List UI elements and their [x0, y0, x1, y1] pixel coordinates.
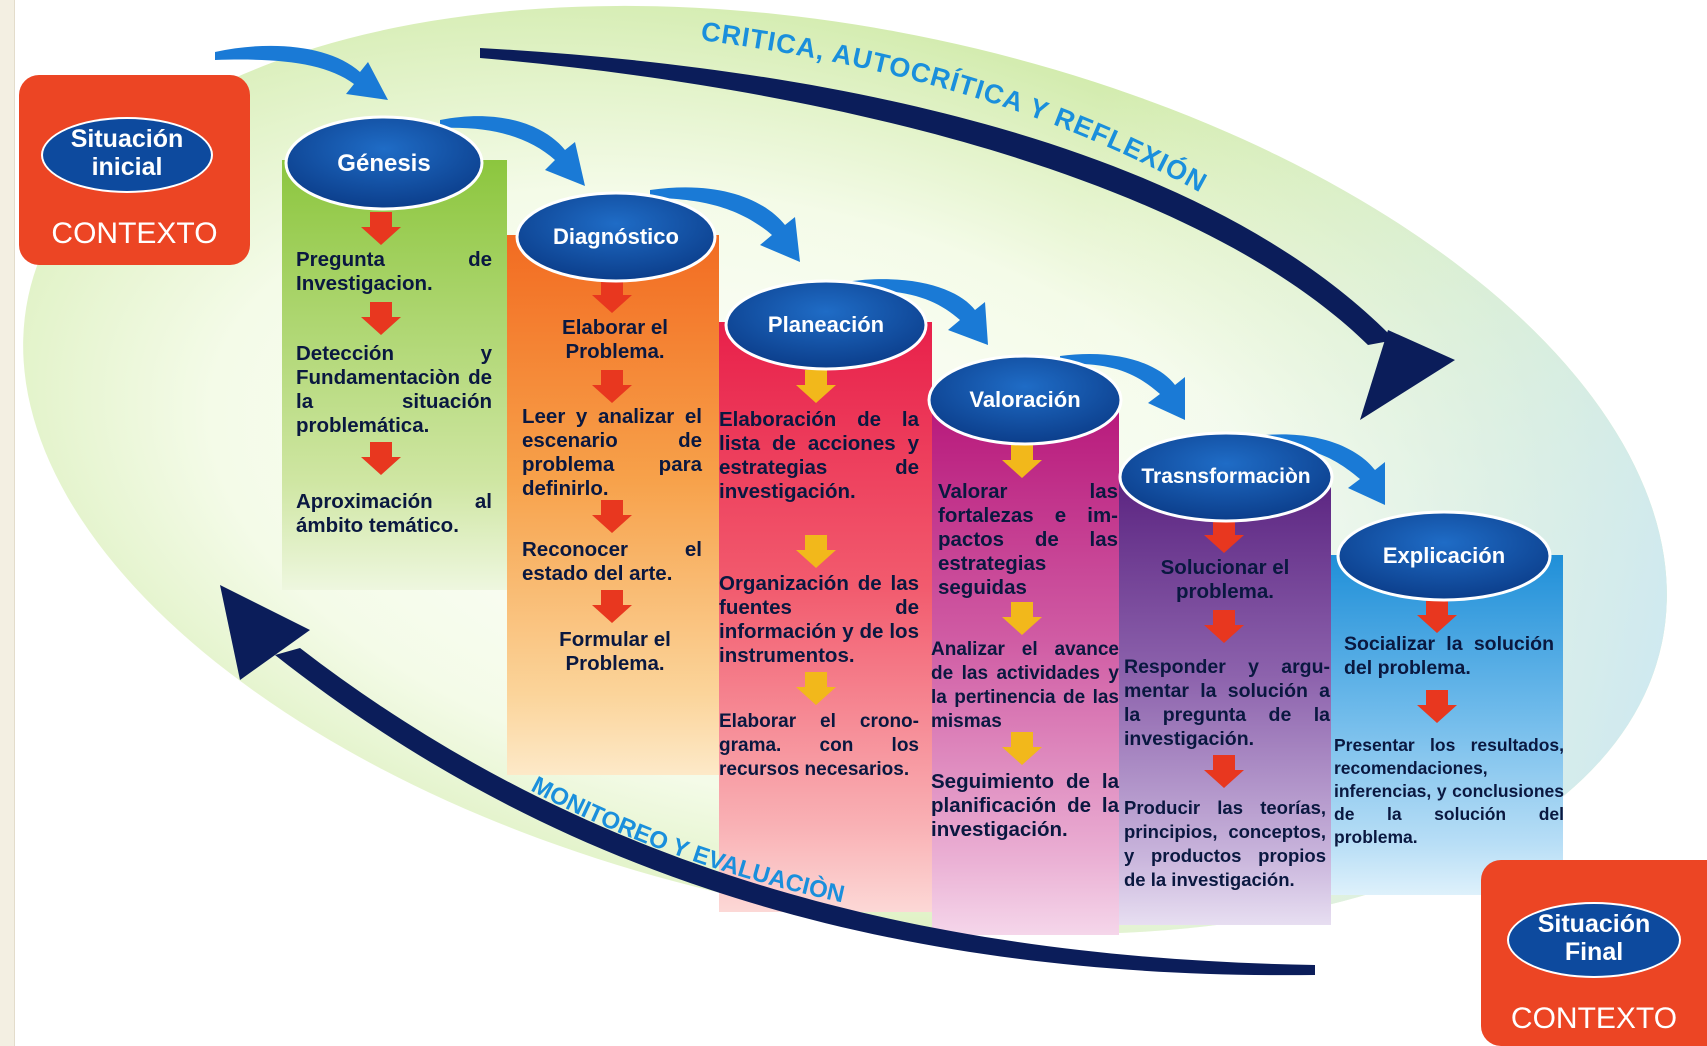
transformacion-item-1: Solucionar el problema. — [1160, 556, 1290, 603]
down-arrow — [796, 535, 836, 568]
diagnostico-item-4: Formular el Problema. — [559, 628, 671, 675]
flow-arrow-2 — [650, 187, 800, 262]
page-margin-strip — [0, 0, 15, 1046]
down-arrow — [1204, 520, 1244, 553]
down-arrow — [361, 442, 401, 475]
context-start-box: Situación inicial CONTEXTO — [19, 75, 250, 265]
oval-planeacion — [724, 279, 928, 371]
diagnostico-item-2: Leer y analizar el escenario de problema… — [522, 405, 702, 500]
step-title-explicacion: Explicación — [1382, 543, 1506, 568]
down-arrow — [361, 212, 401, 245]
down-arrow — [1002, 732, 1042, 765]
explicacion-item-2: Presentar los resultados, recomendacione… — [1334, 735, 1564, 847]
column-planeacion — [719, 322, 932, 912]
genesis-item-1: Pregunta de Investigacion. — [296, 248, 492, 295]
oval-diagnostico — [515, 191, 717, 283]
down-arrow — [1204, 610, 1244, 643]
step-title-valoracion: Valoración — [969, 387, 1081, 412]
context-end-oval: Situación Final — [1509, 904, 1679, 976]
oval-transformacion — [1118, 431, 1334, 523]
diagnostico-item-3: Reconocer el estado del arte. — [522, 538, 702, 585]
step-columns — [282, 160, 1563, 935]
step-title-planeacion: Planeación — [767, 312, 885, 337]
oval-valoracion — [927, 354, 1123, 446]
column-valoracion — [932, 400, 1119, 935]
context-end-box: Situación Final CONTEXTO — [1481, 860, 1707, 1046]
step-title-diagnostico: Diagnóstico — [553, 224, 679, 249]
flow-arrow-1 — [440, 116, 585, 186]
context-start-title: Situación inicial — [70, 125, 184, 181]
context-start-oval: Situación inicial — [43, 119, 211, 191]
genesis-item-3: Aproximación al ámbito temático. — [296, 490, 492, 537]
flow-arrow-3 — [845, 279, 988, 345]
diagnostico-item-1: Elaborar el Problema. — [562, 316, 668, 363]
genesis-item-2: Detección y Fundamentaciòn de la situaci… — [296, 342, 492, 437]
explicacion-item-1: Socializar la solución del problema. — [1344, 633, 1554, 679]
down-arrow — [592, 590, 632, 623]
down-arrow — [592, 500, 632, 533]
valoracion-item-2: Analizar el avance de las actividades y … — [931, 639, 1119, 732]
oval-genesis — [284, 115, 484, 211]
down-arrow — [592, 370, 632, 403]
step-title-genesis: Génesis — [337, 150, 431, 177]
down-arrow — [1002, 445, 1042, 478]
transformacion-item-3: Producir las teorías, principios, concep… — [1124, 797, 1326, 890]
down-arrow — [1417, 600, 1457, 633]
step-ovals — [284, 115, 1552, 602]
context-end-word: CONTEXTO — [1510, 1002, 1678, 1035]
flow-arrows — [215, 45, 1385, 505]
down-arrow — [361, 302, 401, 335]
flow-arrow-4 — [1060, 353, 1185, 420]
planeacion-item-1: Elaboración de la lista de acciones y es… — [719, 408, 919, 503]
oval-explicacion — [1336, 510, 1552, 602]
flow-arrow-start — [215, 45, 388, 100]
down-arrow — [796, 672, 836, 705]
step-title-transformacion: Trasnsformaciòn — [1141, 465, 1311, 488]
valoracion-item-3: Seguimiento de la planificación de la in… — [931, 770, 1119, 841]
down-arrow — [1204, 755, 1244, 788]
down-arrow — [1002, 602, 1042, 635]
planeacion-item-3: Elaborar el crono-grama. con los recurso… — [719, 711, 919, 780]
valoracion-item-1: Valorar las fortalezas e im-pactos de la… — [938, 480, 1118, 599]
down-arrows — [361, 212, 1457, 788]
down-arrow — [796, 370, 836, 403]
transformacion-item-2: Responder y argu-mentar la solución a la… — [1124, 656, 1330, 750]
monitoreo-arc-arrow — [220, 585, 1315, 976]
down-arrow — [592, 280, 632, 313]
context-end-title: Situación Final — [1537, 910, 1651, 966]
planeacion-item-2: Organización de las fuentes de informaci… — [719, 572, 919, 667]
context-start-word: CONTEXTO — [51, 217, 218, 250]
flow-arrow-5 — [1255, 434, 1385, 505]
down-arrow — [1417, 690, 1457, 723]
critica-arc-arrow — [480, 48, 1455, 420]
